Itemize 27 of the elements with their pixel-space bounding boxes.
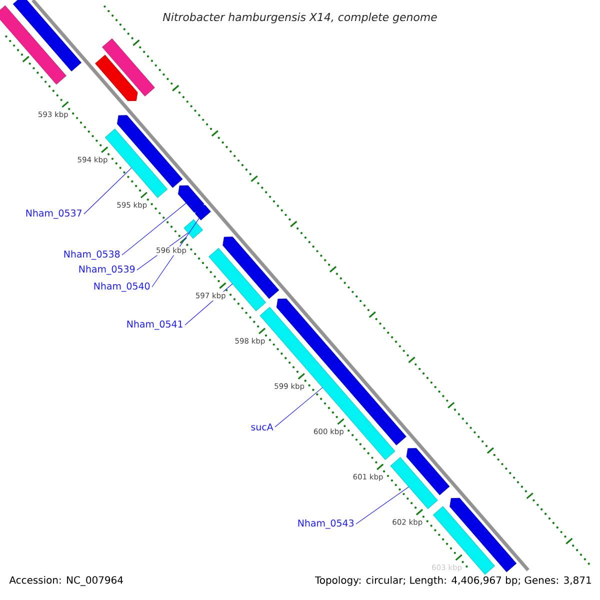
gene-label: Nham_0538 (64, 250, 120, 260)
gene-label: Nham_0537 (26, 209, 82, 219)
gene-block (117, 115, 183, 188)
gene-label: sucA (251, 423, 274, 431)
gene-bar (432, 506, 495, 575)
gene-label: Nham_0541 (127, 320, 182, 330)
gene-bar (0, 5, 66, 85)
gene-block (276, 298, 406, 446)
accession-text: Accession: NC_007964 (9, 576, 123, 586)
leader-line (84, 168, 132, 214)
gene-label: Nham_0540 (94, 282, 150, 292)
gene-block (195, 204, 211, 220)
gene-label: Nham_0543 (298, 519, 354, 529)
gene-block (178, 185, 204, 213)
gene-bar (184, 219, 204, 239)
genome-info-text: Topology: circular; Length: 4,406,967 bp; Genes: 3,871 (314, 576, 591, 586)
leader-line (274, 387, 323, 428)
gene-bar (102, 38, 155, 96)
leader-line (122, 202, 186, 256)
gene-label: Nham_0539 (79, 265, 135, 275)
title: Nitrobacter hamburgensis X14, complete genome (162, 12, 437, 24)
gene-block (95, 54, 138, 102)
gene-bar (208, 248, 266, 312)
gene-bar (12, 0, 82, 72)
gene-block (450, 498, 517, 572)
gene-bar (390, 457, 438, 510)
gene-block (406, 448, 450, 496)
